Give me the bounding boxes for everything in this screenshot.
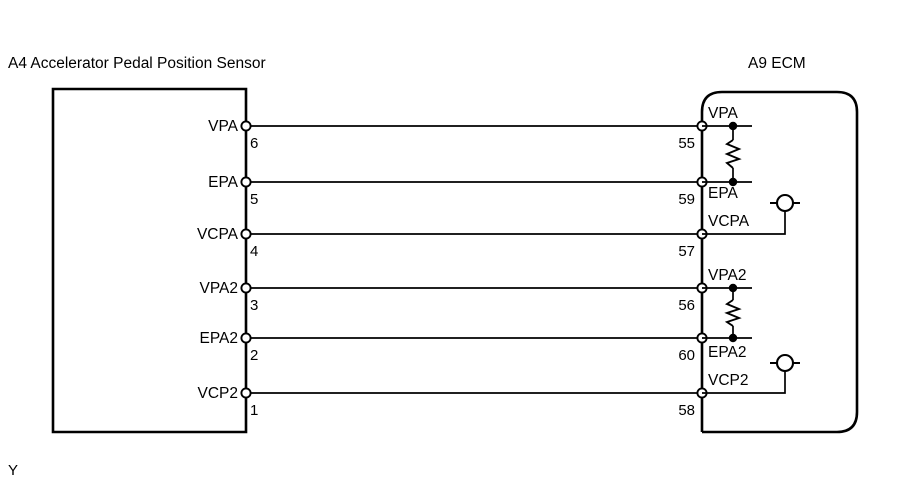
junction-dot-epa2 (728, 333, 738, 343)
ecm-pin-number-56: 56 (678, 297, 695, 314)
ecm-terminal-label-vcp2: VCP2 (708, 372, 749, 389)
left-terminal-label-epa: EPA (208, 174, 239, 191)
ecm-terminal-label-vcpa: VCPA (708, 213, 750, 230)
resistor-symbol-1 (724, 139, 742, 169)
left-terminal-label-vcpa: VCPA (197, 226, 239, 243)
ecm-terminal-label-vpa: VPA (708, 105, 739, 122)
left-terminal-node-vpa[interactable] (240, 120, 252, 132)
left-pin-number-6: 6 (250, 135, 258, 152)
left-terminal-label-vpa2: VPA2 (200, 280, 239, 297)
source-circuit-vcp2 (702, 353, 800, 394)
left-terminal-node-vcpa[interactable] (240, 228, 252, 240)
left-pin-number-3: 3 (250, 297, 258, 314)
source-circuit-vcpa (702, 193, 800, 235)
left-terminal-node-epa2[interactable] (240, 332, 252, 344)
source-lead-vcpa (702, 207, 786, 235)
junction-dot-vpa2 (728, 283, 738, 293)
resistor-circuit-vpa-epa (702, 121, 752, 187)
ecm-terminal-labels: VPA EPA VCPA VPA2 EPA2 VCP2 (708, 105, 750, 389)
wire-bundle (246, 125, 702, 394)
left-terminal-label-vcp2: VCP2 (198, 385, 239, 402)
left-terminal-label-epa2: EPA2 (200, 330, 239, 347)
left-component-title: A4 Accelerator Pedal Position Sensor (8, 55, 266, 72)
left-pin-number-4: 4 (250, 243, 258, 260)
resistor-circuit-vpa2-epa2 (702, 283, 752, 343)
resistor-symbol-2 (724, 299, 742, 327)
left-terminal-node-vcp2[interactable] (240, 387, 252, 399)
junction-dot-vpa (728, 121, 738, 131)
left-terminal-node-vpa2[interactable] (240, 282, 252, 294)
left-pin-number-2: 2 (250, 347, 258, 364)
ecm-pin-number-60: 60 (678, 347, 695, 364)
left-pin-number-5: 5 (250, 191, 258, 208)
power-source-icon-vcp2 (775, 353, 795, 373)
left-terminal-label-vpa: VPA (208, 118, 239, 135)
ecm-pin-number-58: 58 (678, 402, 695, 419)
ecm-pin-number-55: 55 (678, 135, 695, 152)
ecm-terminal-label-vpa2: VPA2 (708, 267, 747, 284)
left-sensor-box (51, 87, 248, 434)
right-component-title: A9 ECM (748, 55, 806, 72)
left-terminals: VPA 6 EPA 5 VCPA 4 VPA2 3 EPA2 2 VCP2 1 (197, 118, 258, 419)
power-source-icon-vcpa (775, 193, 795, 213)
left-pin-number-1: 1 (250, 402, 258, 419)
ecm-pin-number-57: 57 (678, 243, 695, 260)
ecm-terminal-label-epa2: EPA2 (708, 344, 747, 361)
junction-dot-epa (728, 177, 738, 187)
ecm-terminal-label-epa: EPA (708, 185, 739, 202)
ecm-pin-number-59: 59 (678, 191, 695, 208)
ecm-box (700, 90, 859, 434)
footer-cutoff-text: Y (8, 462, 18, 479)
source-lead-vcp2 (702, 367, 786, 394)
ecm-pin-numbers: 55 59 57 56 60 58 (678, 135, 695, 419)
left-terminal-node-epa[interactable] (240, 176, 252, 188)
